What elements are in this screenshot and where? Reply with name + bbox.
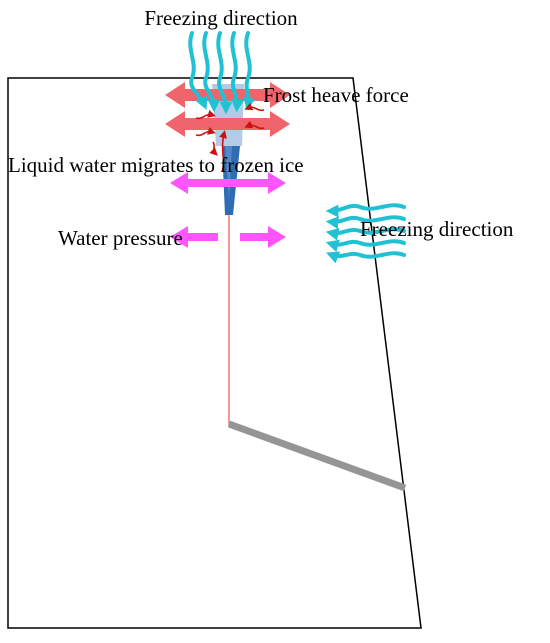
frost-heave-arrow-upper xyxy=(165,82,290,108)
liquid-water-migration-label: Liquid water migrates to frozen ice xyxy=(8,153,304,177)
freezing-arrows-side xyxy=(325,203,406,264)
freezing-arrows-top xyxy=(188,31,256,115)
rock-body-outline xyxy=(7,77,422,629)
bottom-joint-bar xyxy=(227,420,407,492)
freezing-direction-side-label: Freezing direction xyxy=(360,217,514,241)
freezing-direction-top-label: Freezing direction xyxy=(144,6,298,30)
frost-heave-arrow-lower xyxy=(165,111,290,137)
water-migration-arrows xyxy=(195,102,265,173)
ice-wedge-highlight xyxy=(225,146,232,200)
water-pressure-arrow-upper xyxy=(170,172,286,194)
frost-heave-force-label: Frost heave force xyxy=(263,83,409,107)
water-pressure-label: Water pressure xyxy=(58,226,183,250)
